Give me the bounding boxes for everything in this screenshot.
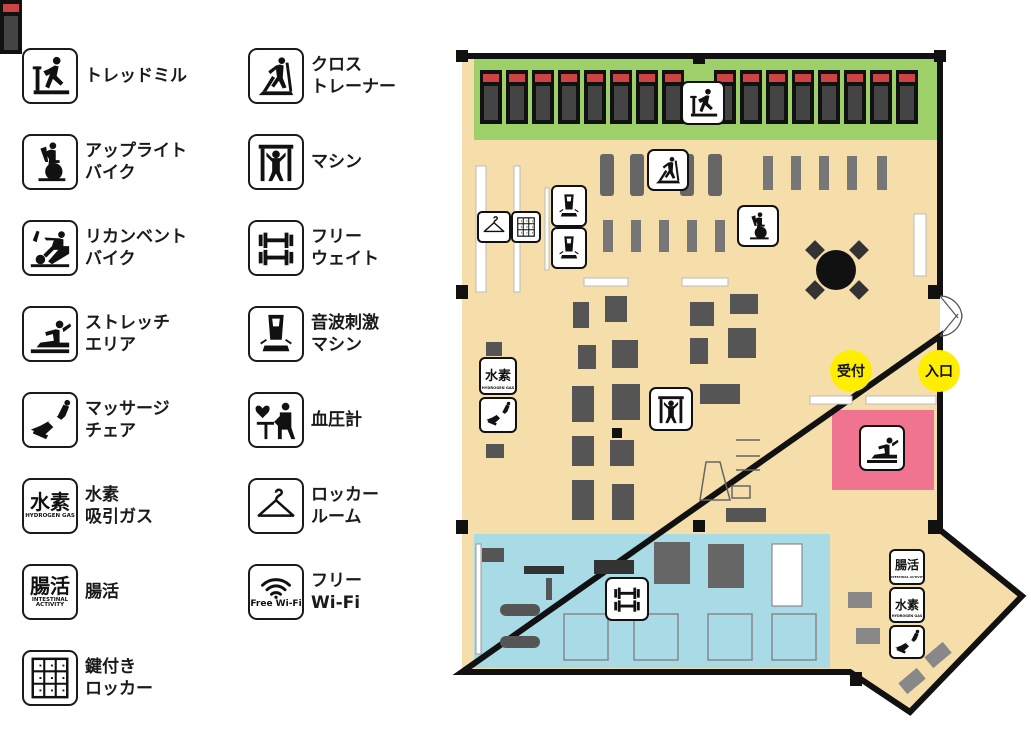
legend-item-locker-room: ロッカールーム [248,478,379,534]
legend-label: 水素吸引ガス [85,485,153,527]
legend-item-massage-chair: マッサージチェア [22,392,170,448]
intestinal-icon-text: 腸活 [30,573,70,598]
column [934,50,946,62]
legend-label: ロッカールーム [311,485,379,527]
entrance-label: 入口 [925,364,953,380]
column [612,428,622,438]
column [456,520,468,534]
cross-trainer-marker [647,149,689,191]
legend-item-hydrogen: 水素 HYDROGEN GAS 水素吸引ガス [22,478,153,534]
column [456,285,468,299]
massage-chair-icon [22,392,78,448]
hydrogen-marker-left: 水素 HYDROGEN GAS [479,357,517,395]
legend-label: クロストレーナー [311,55,396,97]
column [850,672,862,686]
legend-label: マッサージチェア [85,399,170,441]
key-locker-icon [22,650,78,706]
machine-area [486,294,766,522]
locker-room-marker [477,211,511,243]
massage-marker-right [889,625,925,659]
column [693,520,705,532]
rack-area [699,439,760,501]
legend-item-free-weight: フリーウェイト [248,220,379,276]
hydrogen-marker-right: 水素 HYDROGEN GAS [889,587,925,623]
weight-machine-icon [248,134,304,190]
upright-bike-row [603,156,887,252]
intestinal-icon: 腸活 INTESTINAL ACTIVITY [22,564,78,620]
upright-bike-icon [22,134,78,190]
key-locker-marker [511,211,541,243]
column [693,54,705,64]
stretch-icon [22,306,78,362]
column [928,285,940,299]
legend-item-sonic-machine: 音波刺激マシン [248,306,379,362]
wifi-icon: Free Wi-Fi [248,564,304,620]
entrance-door-leaf [939,295,959,337]
hydrogen-marker-right-subtext: HYDROGEN GAS [892,614,923,618]
legend-label: フリーウェイト [311,227,379,269]
treadmill-row [0,0,918,124]
legend-label: リカンベントバイク [85,227,187,269]
massage-marker-left [479,397,517,433]
treadmill-marker [681,81,725,125]
legend-label: 血圧計 [311,410,362,430]
hydrogen-marker-right-text: 水素 [895,597,919,612]
intestinal-icon-subtext: INTESTINAL ACTIVITY [31,596,69,608]
legend-label: マシン [311,152,362,172]
legend-item-intestinal: 腸活 INTESTINAL ACTIVITY 腸活 [22,564,119,620]
legend-item-machine: マシン [248,134,362,190]
column [456,50,468,62]
intestinal-marker-subtext: INTESTINAL ACTIVITY [889,575,926,579]
legend-label: ストレッチエリア [85,313,170,355]
legend-item-cross-trainer: クロストレーナー [248,48,396,104]
hydrogen-icon: 水素 HYDROGEN GAS [22,478,78,534]
entrance-door [939,295,963,337]
sonic-machine-marker-1 [551,185,587,227]
legend-label: アップライトバイク [85,141,187,183]
legend-item-recumbent-bike: リカンベントバイク [22,220,187,276]
hydrogen-icon-subtext: HYDROGEN GAS [25,513,75,520]
reception-badge: 受付 [830,350,872,392]
recumbent-bike-icon [22,220,78,276]
legend-label: 腸活 [85,582,119,602]
legend-item-treadmill: トレッドミル [22,48,187,104]
sonic-machine-icon [248,306,304,362]
free-weight-marker [605,577,649,621]
wifi-icon-caption: Free Wi-Fi [250,598,302,609]
dumbbell-icon [248,220,304,276]
cross-trainer-icon [248,48,304,104]
legend-label: トレッドミル [85,66,187,86]
reception-label: 受付 [837,364,865,380]
legend-label: 音波刺激マシン [311,313,379,355]
legend-item-stretch-area: ストレッチエリア [22,306,170,362]
column [928,520,940,534]
blood-pressure-icon [248,392,304,448]
legend-item-blood-pressure: 血圧計 [248,392,362,448]
massage-chair-area [848,592,952,695]
stretch-marker [859,425,905,471]
hanger-icon [248,478,304,534]
hydrogen-marker-left-subtext: HYDROGEN GAS [482,386,515,390]
legend-label: 鍵付きロッカー [85,657,153,699]
hydrogen-marker-left-text: 水素 [485,368,511,384]
legend-item-key-locker: 鍵付きロッカー [22,650,153,706]
sonic-machine-marker-2 [551,227,587,269]
legend-item-upright-bike: アップライトバイク [22,134,187,190]
intestinal-marker: 腸活 INTESTINAL ACTIVITY [889,549,926,585]
hydrogen-icon-text: 水素 [30,490,70,515]
free-weight-equipment [475,542,817,661]
upright-bike-marker [737,205,779,247]
entrance-badge: 入口 [918,350,960,392]
intestinal-marker-text: 腸活 [895,557,919,572]
treadmill-icon [22,48,78,104]
machine-marker [649,387,693,431]
